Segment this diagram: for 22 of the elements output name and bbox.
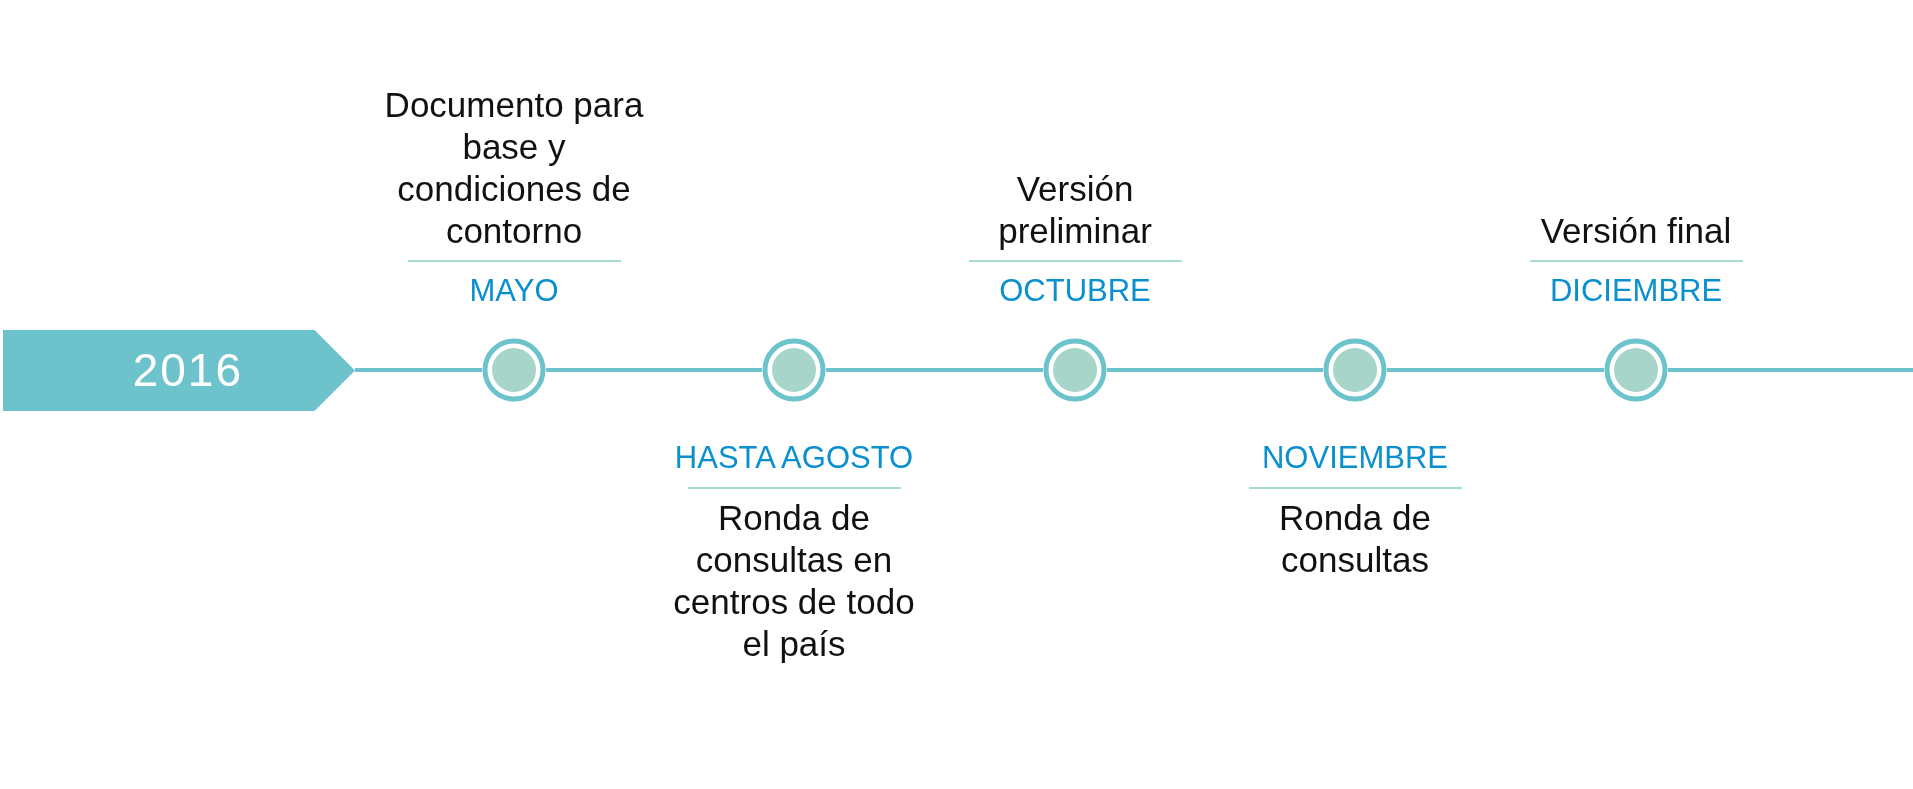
milestone-circle — [1323, 338, 1387, 402]
milestone-circle — [1043, 338, 1107, 402]
timeline-line — [355, 368, 482, 372]
timeline-line — [546, 368, 762, 372]
timeline-line — [1668, 368, 1913, 372]
milestone-description: Ronda de consultas en centros de todo el país — [672, 496, 916, 665]
milestone-circle — [1604, 338, 1668, 402]
milestone-description: Documento para base y condiciones de contorno — [383, 84, 645, 253]
milestone-description: Versión final — [1539, 210, 1733, 253]
month-label: DICIEMBRE — [1548, 272, 1724, 311]
timeline-line — [1107, 368, 1323, 372]
milestone-circle — [482, 338, 546, 402]
milestone-description: Ronda de consultas — [1278, 496, 1432, 581]
year-banner: 2016 — [3, 330, 355, 411]
timeline-line — [1387, 368, 1604, 372]
month-label: OCTUBRE — [998, 272, 1152, 311]
month-label: MAYO — [468, 272, 560, 311]
timeline-line — [826, 368, 1043, 372]
month-label: NOVIEMBRE — [1261, 439, 1449, 477]
milestone-circle — [762, 338, 826, 402]
milestone-description: Versión preliminar — [997, 168, 1153, 253]
month-label: HASTA AGOSTO — [674, 439, 914, 477]
